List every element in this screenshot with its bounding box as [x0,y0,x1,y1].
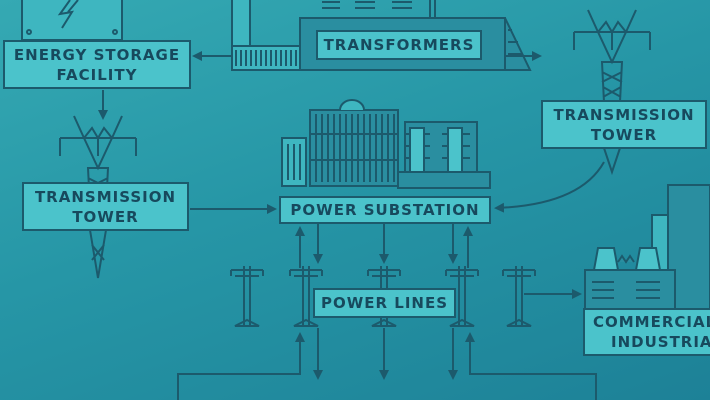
transformers-building [231,0,532,71]
tower-left-base [89,229,107,279]
energy-storage-building [21,0,123,41]
power-lines-label: POWER LINES [313,288,456,318]
commercial-industrial-building [584,184,710,311]
label-line: POWER LINES [320,294,449,312]
transmission-tower-right-icon [573,9,651,103]
flow-arrows [98,51,605,400]
label-line: ENERGY STORAGE [13,45,181,64]
transformers-label: TRANSFORMERS [316,30,482,60]
transmission-tower-left-label: TRANSMISSION TOWER [22,182,189,231]
label-line: TRANSFORMERS [323,36,475,54]
power-pole-icon [502,265,536,327]
label-line: TRANSMISSION [34,187,177,206]
label-line: POWER SUBSTATION [290,201,480,219]
label-line: TOWER [72,207,139,226]
tower-right-base [603,147,621,176]
label-line: FACILITY [56,65,138,84]
energy-storage-label: ENERGY STORAGE FACILITY [3,40,191,89]
label-line: INDUSTRIAL [611,333,710,351]
transmission-tower-right-label: TRANSMISSION TOWER [541,100,707,149]
power-pole-icon [230,265,264,327]
label-line: TOWER [590,125,658,144]
commercial-industrial-label: COMMERCIAL INDUSTRIAL [583,308,710,356]
label-line: COMMERCIAL [593,313,710,331]
label-line: TRANSMISSION [553,105,695,124]
power-substation-label: POWER SUBSTATION [279,196,491,224]
substation-building [281,99,491,189]
